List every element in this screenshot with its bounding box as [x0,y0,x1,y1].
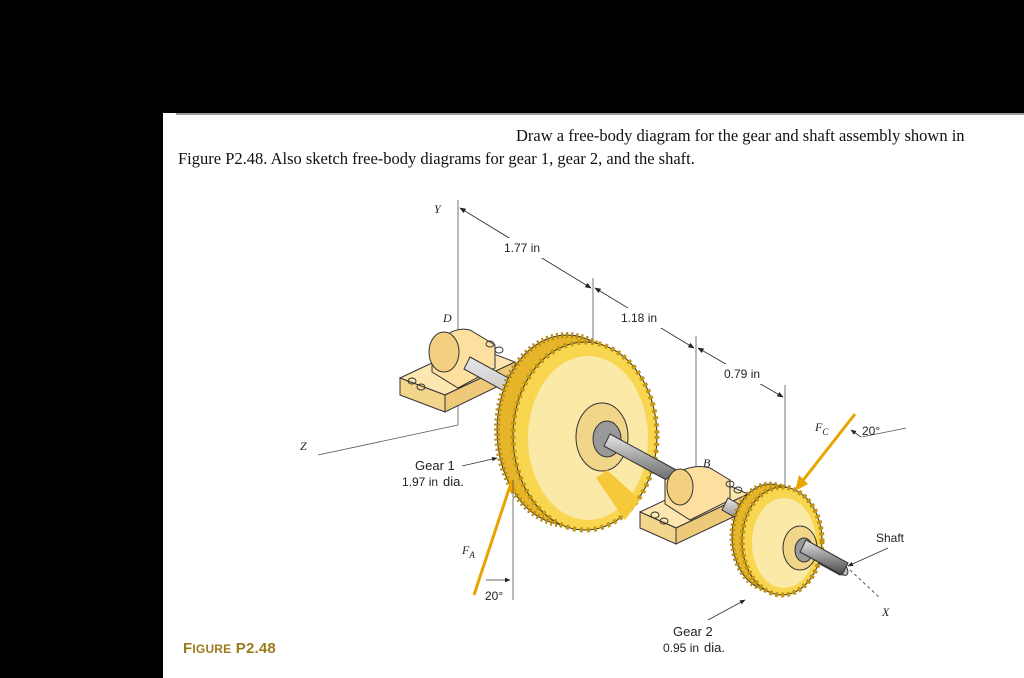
force-fa-label: FA [461,543,475,560]
force-fa-symbol: F [461,543,470,557]
axis-z-label: Z [300,439,307,453]
force-fc-arrowhead [795,475,808,491]
bearing-b [638,466,750,545]
gear1-leader [461,456,498,467]
dim-label-2: 1.18 in [621,311,657,325]
force-fa-arrowhead [507,478,518,494]
gear-1 [494,332,660,533]
gear2-dia-unit: dia. [704,640,725,655]
dim-label-bg-2 [619,308,663,328]
problem-line-1: Draw a free-body diagram for the gear an… [516,126,965,145]
fc-angle-arc [850,429,862,438]
gear1-dia-value: 1.97 in [402,475,438,489]
bearing-d [398,328,517,413]
z-axis-line [317,424,459,456]
force-fc-symbol: F [814,420,823,434]
dim-label-bg-3 [722,364,766,384]
problem-line-2: Figure P2.48. Also sketch free-body diag… [178,149,695,168]
fc-reference-line [861,427,907,438]
figure-label: FIGURE P2.48 [183,640,276,657]
gear2-dia: 0.95 in dia. [663,640,725,655]
force-fc-label: FC [814,420,829,437]
force-fc-angle: 20° [862,424,880,438]
gear2-dia-value: 0.95 in [663,641,699,655]
gear2-leader [707,599,746,621]
axis-y-label: Y [434,202,442,216]
shaft-label: Shaft [876,531,905,545]
top-rule [176,113,1024,115]
gear1-name: Gear 1 [415,458,455,473]
dim-label-3: 0.79 in [724,367,760,381]
force-fc-subscript: C [822,427,829,437]
gear-2 [729,481,825,598]
gear2-name: Gear 2 [673,624,713,639]
figure-label-prefix: F [183,640,193,657]
force-fa-angle: 20° [485,589,503,603]
gear1-dia-unit: dia. [443,474,464,489]
point-d-label: D [442,311,452,325]
figure-label-smallcaps: IGURE [192,642,232,656]
point-b-label: B [703,456,711,470]
gear1-dia: 1.97 in dia. [402,474,464,489]
x-axis-line [849,569,881,599]
force-fc-line [795,413,857,489]
problem-statement: Draw a free-body diagram for the gear an… [178,124,1008,170]
figure-label-number: P2.48 [235,640,276,657]
force-fa-line [472,479,514,596]
force-fa-subscript: A [468,550,475,560]
shaft-end [799,539,849,576]
axis-x-label: X [881,605,890,619]
shaft-leader [847,547,889,567]
dim-label-bg-1 [502,238,546,258]
dim-label-1: 1.77 in [504,241,540,255]
